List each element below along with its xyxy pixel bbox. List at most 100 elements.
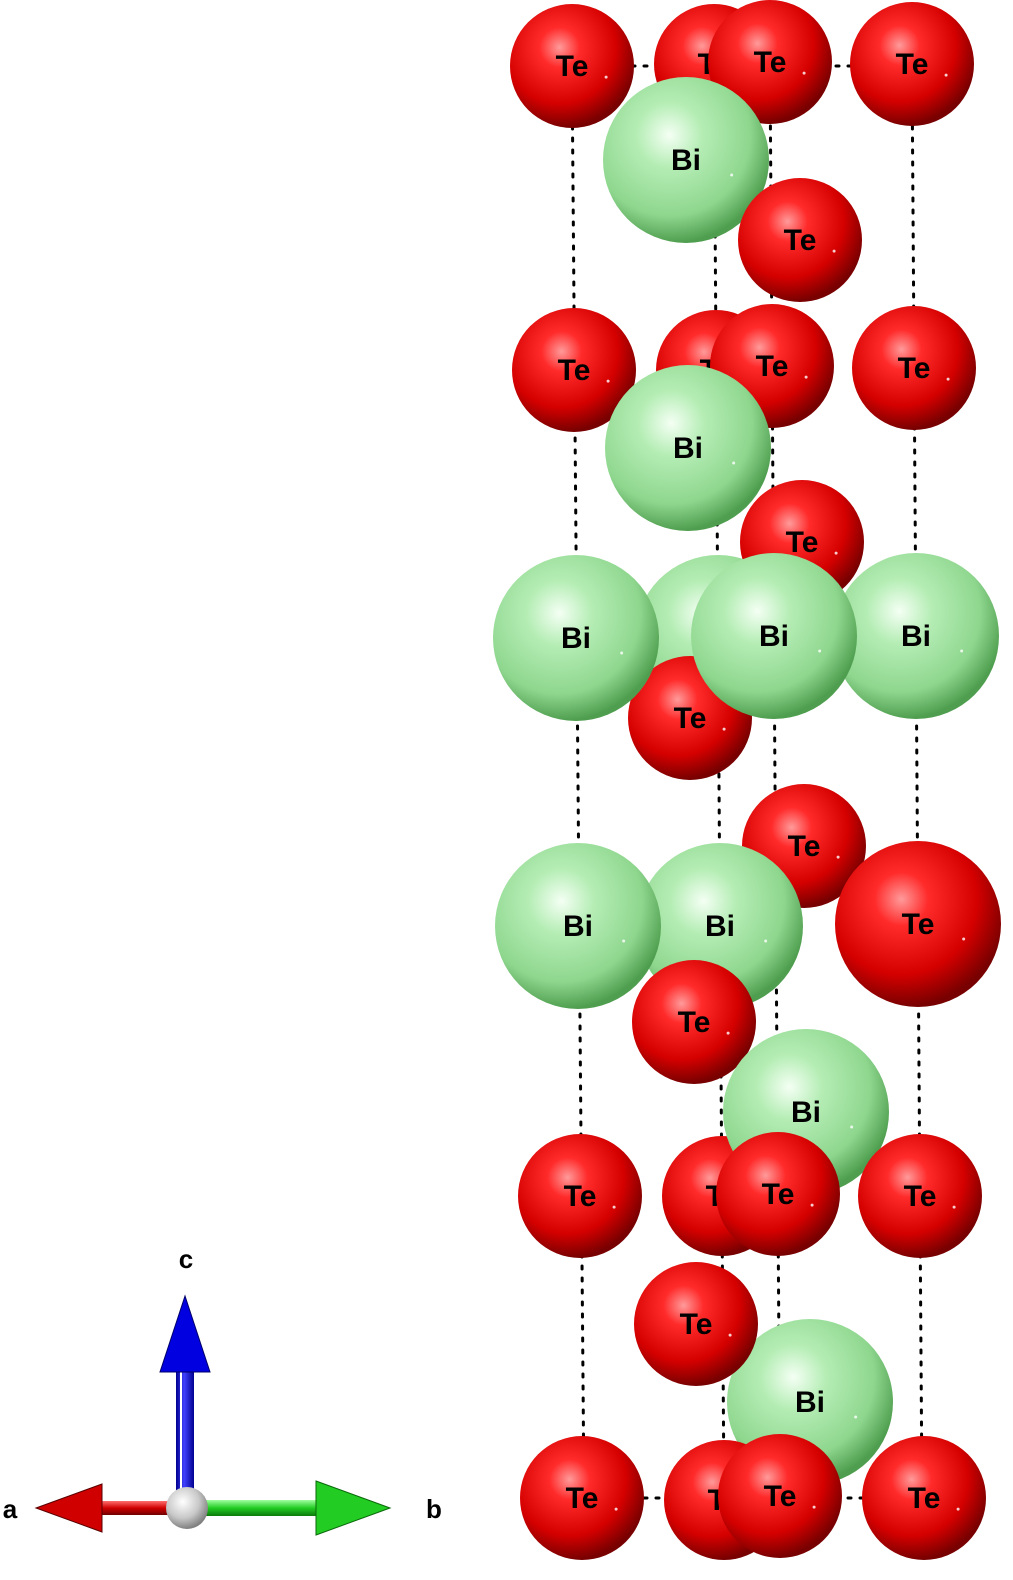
atom-label: Te <box>756 350 789 383</box>
atom-label: Te <box>556 50 589 83</box>
bi-atom: Bi <box>603 77 769 243</box>
b-axis-shaft <box>190 1500 330 1516</box>
te-atom-sphere <box>862 1436 986 1560</box>
atom-label: Bi <box>795 1386 825 1419</box>
atom-label: Te <box>754 46 787 79</box>
atom-label: Te <box>558 354 591 387</box>
atom-label: Te <box>566 1482 599 1515</box>
te-atom: Te <box>858 1134 982 1258</box>
b-axis-arrowhead <box>315 1480 392 1536</box>
atom-label: Bi <box>563 910 593 943</box>
a-axis-shaft <box>92 1501 182 1515</box>
cell-edge <box>712 64 726 1500</box>
atom-label: Te <box>786 526 819 559</box>
origin-sphere <box>166 1487 208 1529</box>
te-atom-sphere <box>634 1262 758 1386</box>
atom-specular-dot <box>952 1205 956 1209</box>
atom-label: Bi <box>671 144 701 177</box>
te-atom: Te <box>708 0 832 124</box>
bi-atom: Bi <box>495 843 661 1009</box>
atom-label: Te <box>902 908 935 941</box>
atom-label: Bi <box>561 622 591 655</box>
atom-specular-dot <box>850 1125 854 1129</box>
bi-atom-sphere <box>691 553 857 719</box>
atom-label: Te <box>908 1482 941 1515</box>
axis-indicator: c b a <box>3 1244 442 1536</box>
atom-label: Bi <box>673 432 703 465</box>
atom-label: Te <box>762 1178 795 1211</box>
cell-edge <box>910 64 924 1500</box>
bi-atom: Bi <box>493 555 659 721</box>
atom-label: Te <box>764 1480 797 1513</box>
atom-label: Te <box>674 702 707 735</box>
a-axis-arrowhead <box>34 1483 103 1533</box>
te-atom-sphere <box>708 0 832 124</box>
te-atom: Te <box>738 178 862 302</box>
te-atom: Te <box>520 1436 644 1560</box>
atom-specular-dot <box>612 1205 616 1209</box>
bi-atom-sphere <box>493 555 659 721</box>
te-atom-sphere <box>718 1434 842 1558</box>
te-atom: Te <box>862 1436 986 1560</box>
atom-specular-dot <box>604 75 608 79</box>
atom-specular-dot <box>834 551 838 555</box>
te-atom-sphere <box>716 1132 840 1256</box>
c-axis-label: c <box>179 1244 193 1274</box>
atom-specular-dot <box>804 375 808 379</box>
bi-atom: Bi <box>691 553 857 719</box>
atom-label: Te <box>680 1308 713 1341</box>
atom-specular-dot <box>962 937 966 941</box>
atom-label: Te <box>788 830 821 863</box>
c-axis-shaft <box>176 1358 194 1508</box>
te-atom: Te <box>852 306 976 430</box>
te-atom: Te <box>632 960 756 1084</box>
atom-specular-dot <box>606 379 610 383</box>
atom-label: Te <box>904 1180 937 1213</box>
atom-specular-dot <box>730 173 734 177</box>
atom-specular-dot <box>764 939 768 943</box>
atom-specular-dot <box>722 727 726 731</box>
te-atom: Te <box>510 4 634 128</box>
atom-specular-dot <box>832 249 836 253</box>
atom-specular-dot <box>732 461 736 465</box>
atom-specular-dot <box>946 377 950 381</box>
bi-atom-sphere <box>495 843 661 1009</box>
atom-label: Bi <box>705 910 735 943</box>
atom-specular-dot <box>960 649 964 653</box>
te-atom: Te <box>835 841 1001 1007</box>
te-atom-sphere <box>512 308 636 432</box>
atom-specular-dot <box>802 71 806 75</box>
atoms-layer: TeTeTeTeBiTeTeTeTeTeBiTeBiTeBiBiTeBiBiTe… <box>493 0 1001 1560</box>
te-atom: Te <box>716 1132 840 1256</box>
te-atom-sphere <box>520 1436 644 1560</box>
atom-specular-dot <box>622 939 626 943</box>
atom-label: Te <box>896 48 929 81</box>
bi-atom-sphere <box>833 553 999 719</box>
te-atom-sphere <box>852 306 976 430</box>
te-atom-sphere <box>510 4 634 128</box>
atom-specular-dot <box>812 1505 816 1509</box>
te-atom-sphere <box>738 178 862 302</box>
atom-specular-dot <box>854 1415 858 1419</box>
atom-specular-dot <box>836 855 840 859</box>
te-atom: Te <box>850 2 974 126</box>
te-atom: Te <box>634 1262 758 1386</box>
atom-specular-dot <box>810 1203 814 1207</box>
te-atom: Te <box>512 308 636 432</box>
atom-specular-dot <box>944 73 948 77</box>
atom-label: Te <box>564 1180 597 1213</box>
atom-label: Te <box>678 1006 711 1039</box>
te-atom-sphere <box>518 1134 642 1258</box>
bi-atom: Bi <box>605 365 771 531</box>
atom-specular-dot <box>614 1507 618 1511</box>
te-atom: Te <box>518 1134 642 1258</box>
a-axis-label: a <box>3 1494 18 1524</box>
te-atom-sphere <box>858 1134 982 1258</box>
atom-specular-dot <box>726 1031 730 1035</box>
te-atom-sphere <box>850 2 974 126</box>
cell-edge <box>570 64 586 1500</box>
atom-label: Bi <box>759 620 789 653</box>
c-axis-arrowhead <box>159 1294 211 1373</box>
atom-label: Te <box>784 224 817 257</box>
